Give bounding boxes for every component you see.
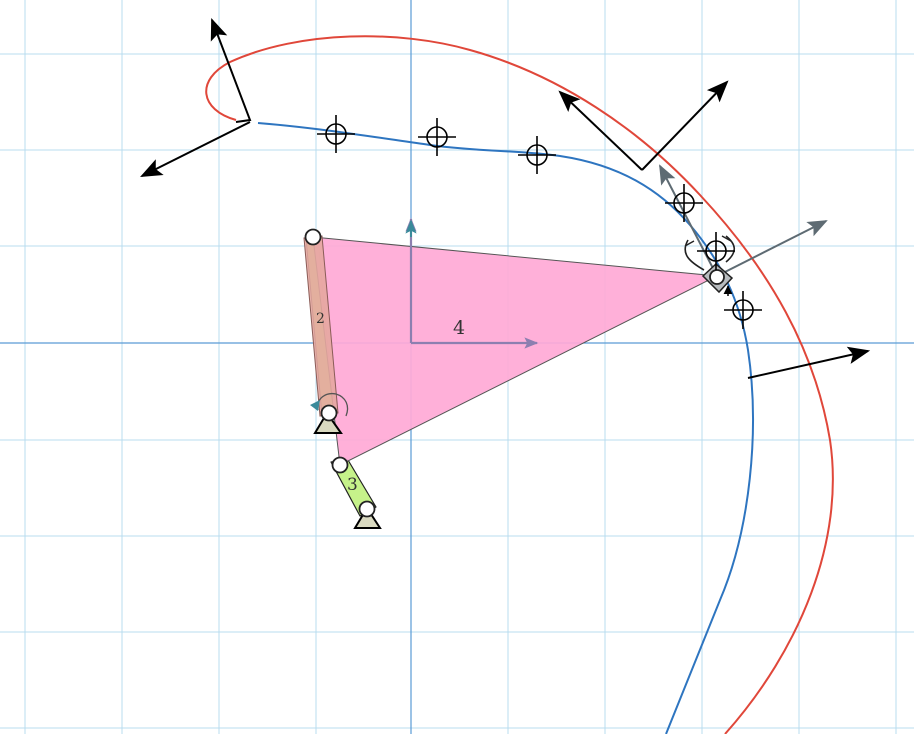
link-4-label: 4 <box>453 317 465 339</box>
coupler-triangle[interactable] <box>312 236 719 466</box>
left-frame <box>140 17 252 177</box>
normal-arrow <box>747 346 871 379</box>
pivot-joint-icon[interactable] <box>304 228 376 518</box>
ground-support-icon <box>313 411 382 529</box>
link-2-label: 2 <box>316 311 325 327</box>
gripper-icon[interactable] <box>684 235 736 294</box>
upper-right-frame <box>558 80 729 171</box>
link-4-frame: 4 <box>405 217 539 349</box>
outer-curve <box>205 35 834 734</box>
velocity-arrows <box>659 164 828 277</box>
rotation-arrow-icon <box>310 392 349 417</box>
target-marker-icon[interactable] <box>317 115 762 329</box>
link-3-label: 3 <box>347 475 358 495</box>
